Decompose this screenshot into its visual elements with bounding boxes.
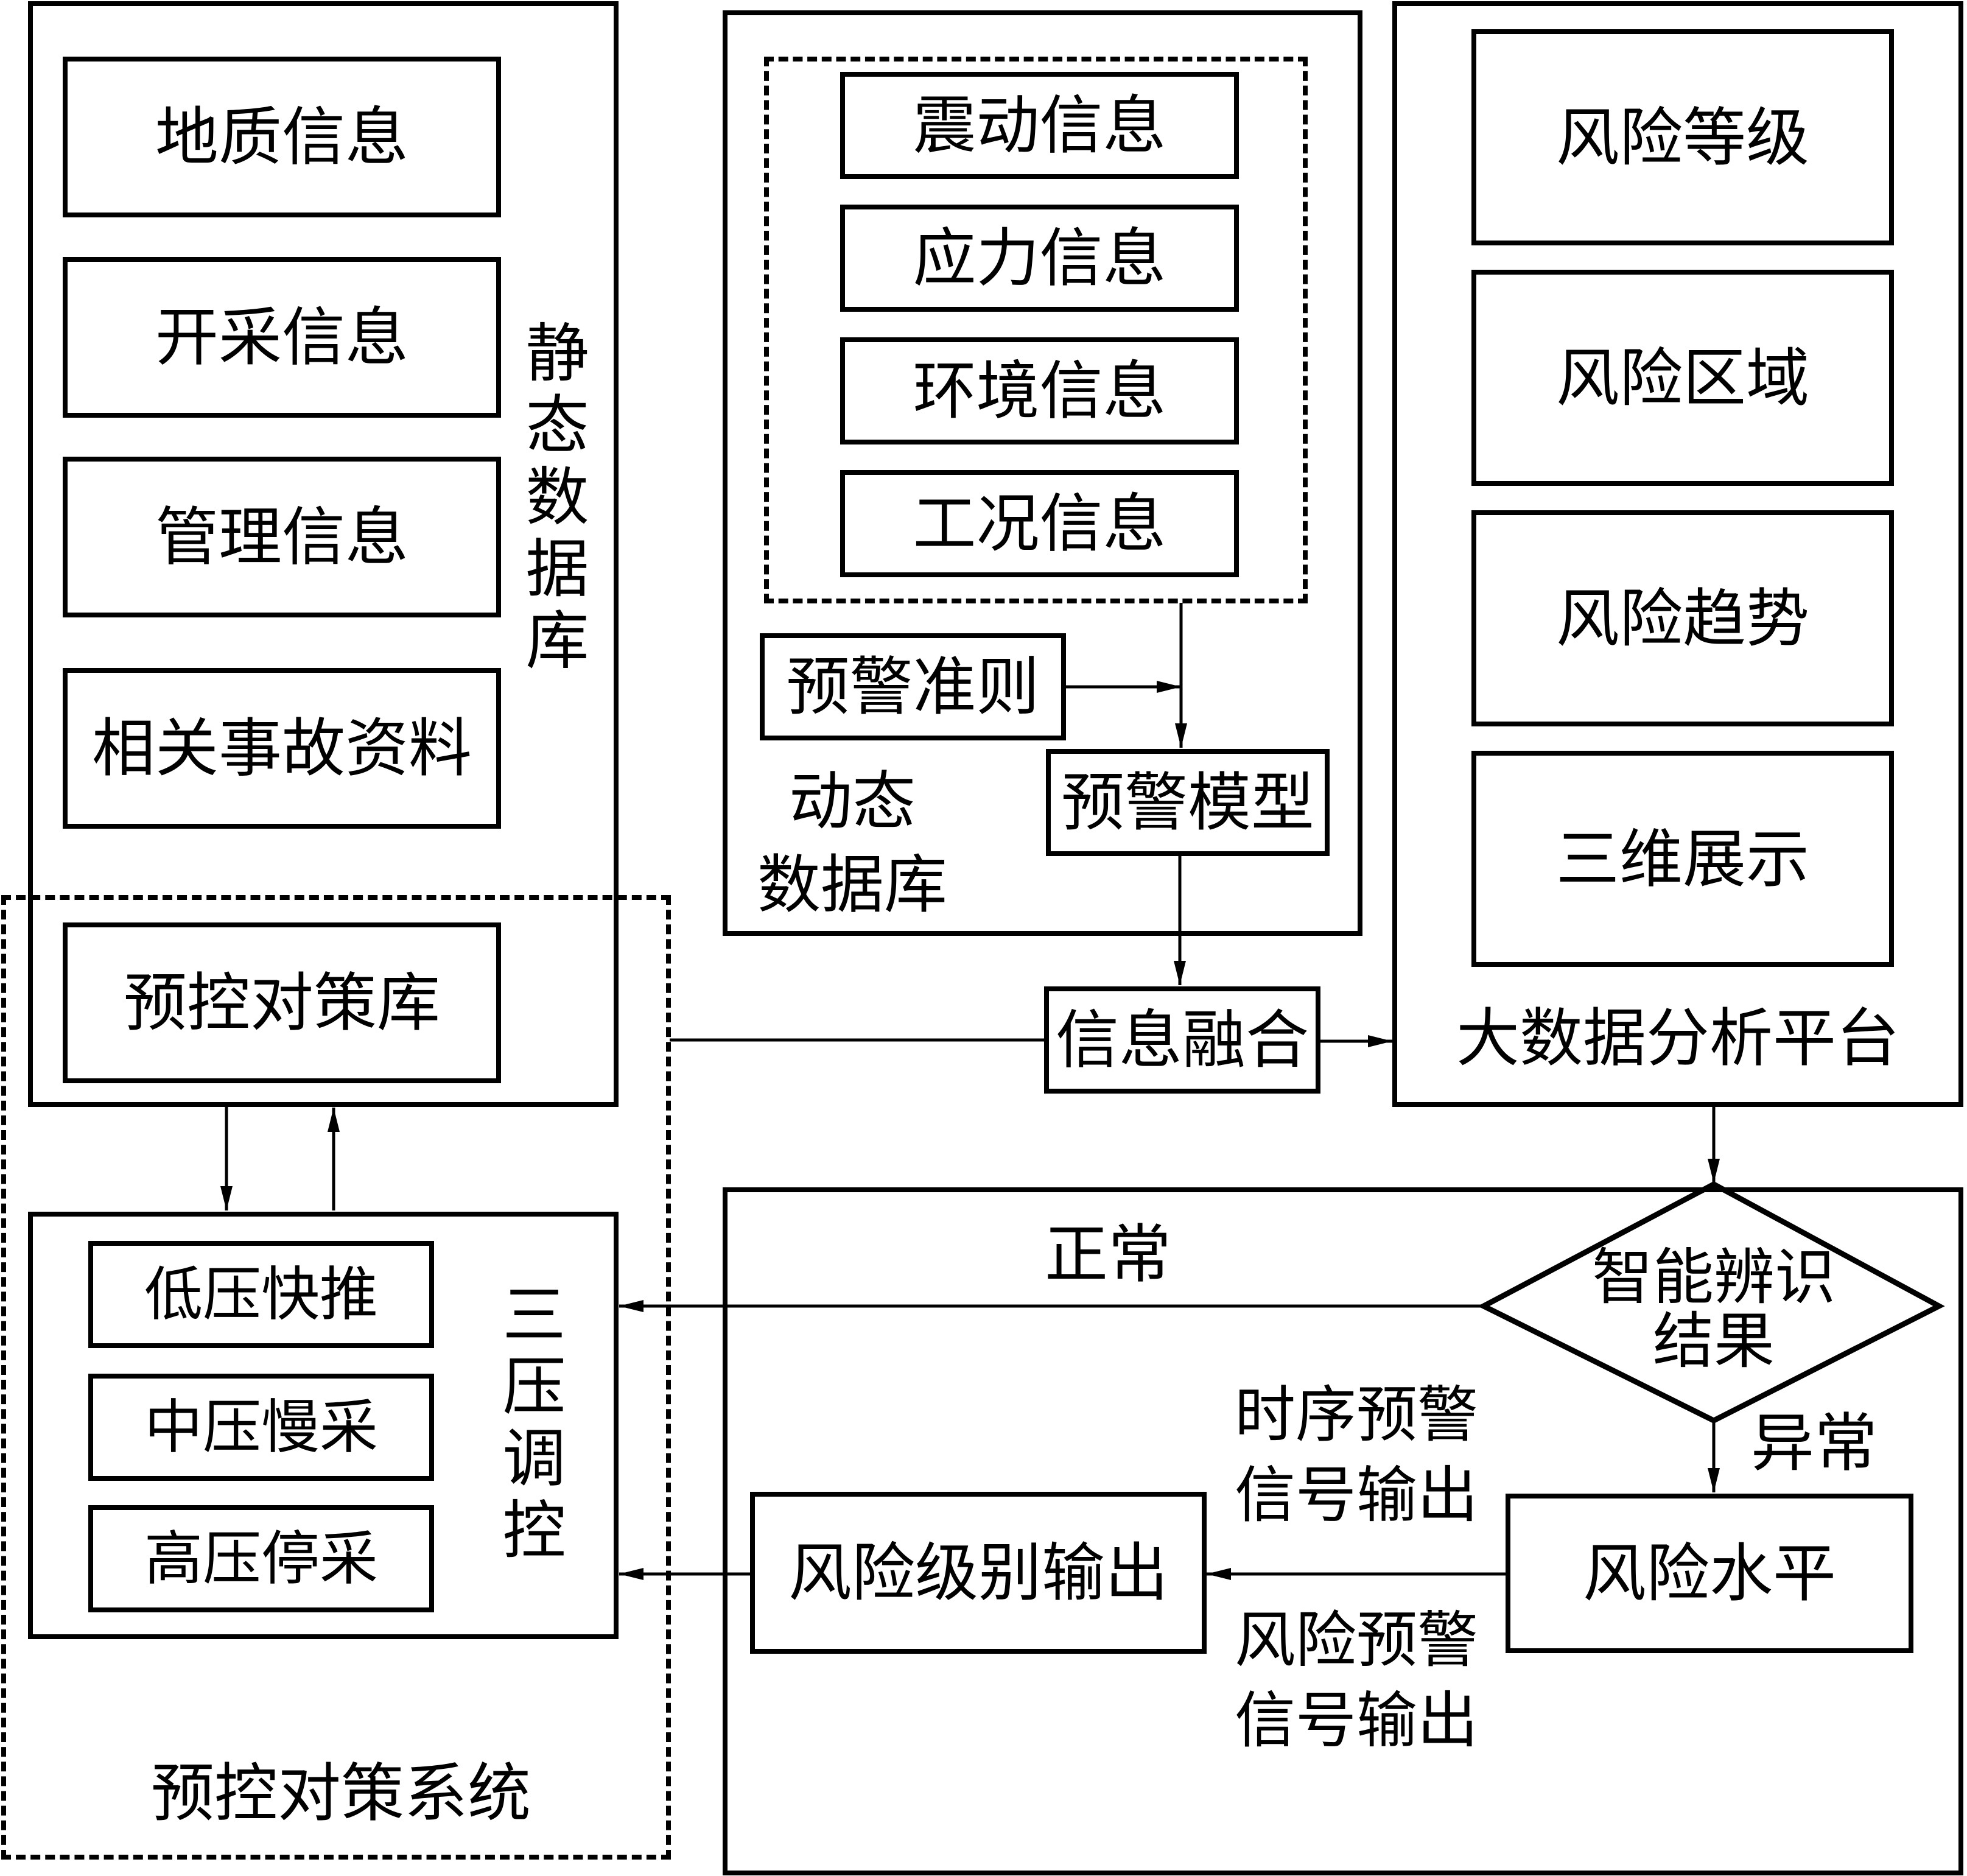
static-item-accidents-label: 相关事故资料 (91, 711, 472, 785)
platform-item-risk-area-label: 风险区域 (1555, 340, 1809, 415)
sensor-item-environment-label: 环境信息 (913, 354, 1166, 428)
control-item-high (88, 1505, 434, 1612)
warning-criteria-label: 预警准则 (786, 650, 1040, 724)
info-fusion-box (1044, 986, 1320, 1094)
static-item-strategy-library (63, 922, 501, 1083)
decision-region-box (723, 1187, 1963, 1875)
sensor-item-vibration (840, 72, 1239, 179)
normal-label: 正常 (1044, 1217, 1171, 1291)
static-item-geology-label: 地质信息 (155, 100, 408, 174)
risk-output-label: 风险级别输出 (788, 1536, 1168, 1610)
static-item-management (63, 457, 501, 617)
platform-title: 大数据分析平台 (1456, 1001, 1899, 1075)
static-database-box (28, 1, 619, 1107)
control-item-low-label: 低压快推 (144, 1260, 378, 1329)
three-pressure-box (28, 1212, 619, 1639)
static-item-management-label: 管理信息 (155, 500, 408, 574)
platform-item-risk-grade (1471, 29, 1894, 245)
sensor-item-stress-label: 应力信息 (913, 221, 1166, 295)
risk-signal-label: 风险预警 信号输出 (1235, 1604, 1478, 1756)
platform-box (1392, 1, 1963, 1107)
platform-item-risk-area (1471, 270, 1894, 486)
risk-level-label: 风险水平 (1582, 1536, 1836, 1611)
sensor-item-stress (840, 205, 1239, 312)
platform-item-risk-trend-label: 风险趋势 (1555, 581, 1809, 656)
platform-item-risk-trend (1471, 510, 1894, 726)
platform-item-3d-display (1471, 751, 1894, 967)
sensor-item-operating (840, 470, 1239, 577)
static-item-mining-label: 开采信息 (155, 300, 408, 374)
control-system-box (1, 895, 671, 1860)
time-series-signal-label: 时序预警 信号输出 (1235, 1379, 1478, 1531)
sensor-item-environment (840, 337, 1239, 444)
static-item-strategy-library-label: 预控对策库 (123, 966, 440, 1040)
control-item-mid (88, 1374, 434, 1481)
info-fusion-label: 信息融合 (1055, 1003, 1309, 1077)
risk-level-box (1506, 1494, 1913, 1653)
abnormal-label: 异常 (1750, 1406, 1878, 1480)
decision-diamond-label: 智能辨识 结果 (1592, 1242, 1836, 1377)
static-item-geology (63, 57, 501, 217)
dynamic-database-box (723, 10, 1362, 936)
risk-output-box (750, 1492, 1207, 1654)
warning-model-label: 预警模型 (1061, 765, 1314, 840)
warning-criteria-box (760, 633, 1066, 740)
sensor-item-operating-label: 工况信息 (913, 487, 1166, 561)
platform-item-3d-display-label: 三维展示 (1555, 821, 1809, 896)
sensor-item-vibration-label: 震动信息 (913, 88, 1166, 163)
static-item-mining (63, 257, 501, 418)
decision-diamond (1478, 1181, 1945, 1424)
sensor-group-box (764, 57, 1308, 603)
control-item-high-label: 高压停采 (144, 1525, 378, 1593)
static-item-accidents (63, 668, 501, 829)
warning-model-box (1046, 749, 1330, 856)
platform-item-risk-grade-label: 风险等级 (1555, 100, 1809, 175)
control-item-low (88, 1241, 434, 1348)
static-database-title: 静态数据库 (514, 320, 589, 679)
dynamic-database-title: 动态 数据库 (757, 764, 947, 922)
three-pressure-title: 三压调控 (491, 1281, 566, 1569)
control-system-title: 预控对策系统 (150, 1756, 531, 1830)
control-item-mid-label: 中压慢采 (144, 1393, 378, 1461)
